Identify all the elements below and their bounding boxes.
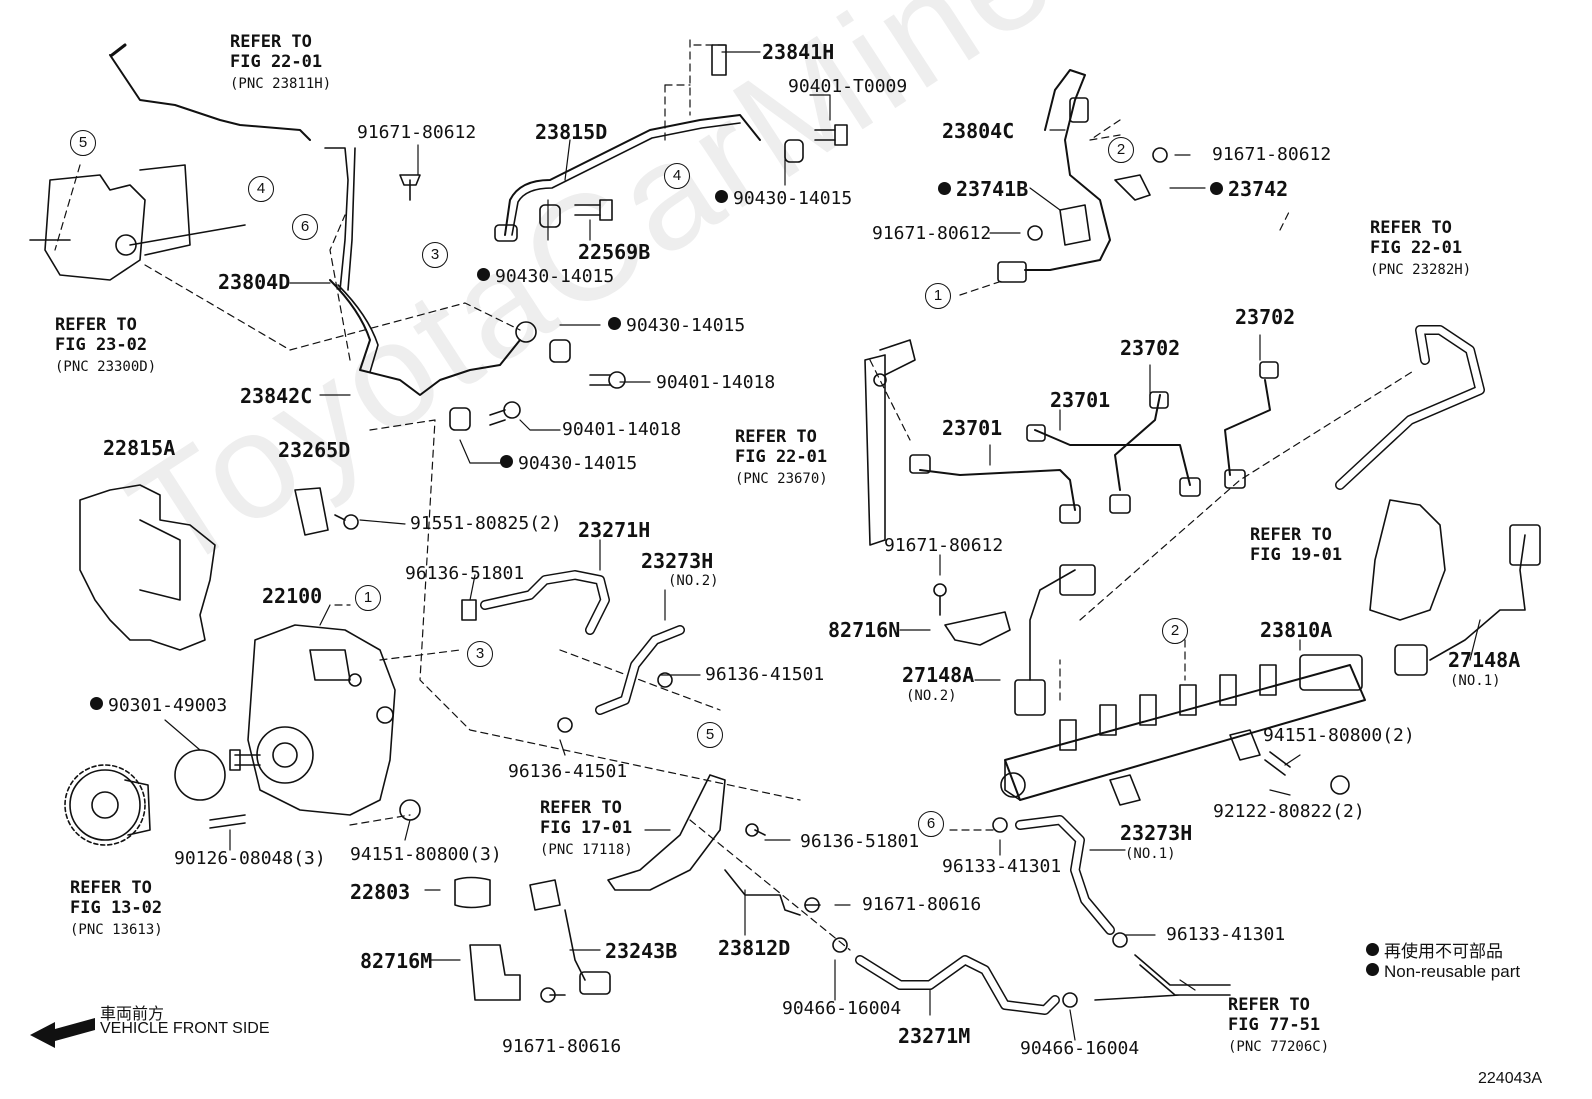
- part-label: 23243B: [605, 939, 678, 963]
- part-label: 90301-49003: [90, 697, 227, 715]
- part-label: 94151-80800(2): [1263, 725, 1415, 746]
- part-label: 96133-41301: [942, 856, 1062, 877]
- circle-ref: 6: [918, 811, 944, 837]
- part-label: 91671-80616: [862, 894, 982, 915]
- part-label: 92122-80822(2): [1213, 801, 1365, 822]
- circle-ref: 4: [664, 163, 690, 189]
- part-label: 96136-41501: [508, 761, 628, 782]
- part-label: 23273H: [1120, 821, 1193, 845]
- part-label: 23812D: [718, 936, 791, 960]
- part-label: 90466-16004: [782, 998, 902, 1019]
- part-label: 23842C: [240, 384, 313, 408]
- leader-lines: [164, 51, 1481, 1041]
- part-label: 90430-14015: [608, 317, 745, 335]
- part-label: 23701: [1050, 388, 1111, 412]
- part-label: 90466-16004: [1020, 1038, 1140, 1059]
- part-label: 23742: [1210, 179, 1288, 199]
- part-label: 90430-14015: [477, 268, 614, 286]
- part-label: 22569B: [578, 240, 651, 264]
- part-label: 23702: [1235, 305, 1296, 329]
- part-label: 23265D: [278, 438, 351, 462]
- part-label: 22100: [262, 584, 323, 608]
- part-label: 90430-14015: [715, 190, 852, 208]
- front-arrow-icon: [30, 1018, 95, 1048]
- non-reusable-dot-icon: [608, 317, 621, 330]
- circle-ref: 3: [467, 641, 493, 667]
- diagram-id: 224043A: [1478, 1070, 1543, 1087]
- part-label: 23273H: [641, 549, 714, 573]
- part-label: 94151-80800(3): [350, 844, 502, 865]
- part-label: 91671-80616: [502, 1036, 622, 1057]
- part-label: 22803: [350, 880, 411, 904]
- part-label: 23810A: [1260, 618, 1333, 642]
- part-label: 23804D: [218, 270, 291, 294]
- front-label-en: VEHICLE FRONT SIDE: [100, 1020, 270, 1037]
- part-label: 90126-08048(3): [174, 848, 326, 869]
- part-label: 23841H: [762, 40, 835, 64]
- circle-ref: 5: [70, 130, 96, 156]
- part-label: 23741B: [938, 179, 1028, 199]
- part-label: 23271H: [578, 518, 651, 542]
- circle-ref: 1: [355, 585, 381, 611]
- sub-note: (NO.1): [1125, 846, 1176, 862]
- circle-ref: 2: [1108, 137, 1134, 163]
- circle-ref: 3: [422, 242, 448, 268]
- part-label: 91671-80612: [872, 223, 992, 244]
- guide-lines: [54, 39, 1416, 951]
- sub-note: (NO.2): [668, 573, 719, 589]
- part-label: 90401-14018: [656, 372, 776, 393]
- non-reusable-dot-icon: [715, 190, 728, 203]
- front-label-jp: 車両前方: [100, 1006, 165, 1023]
- part-label: 23271M: [898, 1024, 971, 1048]
- part-label: 22815A: [103, 436, 176, 460]
- part-label: 90430-14015: [500, 455, 637, 473]
- non-reusable-dot-icon: [1366, 963, 1379, 976]
- circle-ref: 5: [697, 722, 723, 748]
- part-label: 90401-T0009: [788, 76, 908, 97]
- part-label: 96136-41501: [705, 664, 825, 685]
- part-label: 91671-80612: [884, 535, 1004, 556]
- part-label: 23701: [942, 416, 1003, 440]
- circle-ref: 2: [1162, 618, 1188, 644]
- part-label: 90401-14018: [562, 419, 682, 440]
- part-label: 27148A: [1448, 648, 1521, 672]
- non-reusable-dot-icon: [90, 697, 103, 710]
- legend-en: Non-reusable part: [1366, 962, 1520, 982]
- part-label: 82716M: [360, 949, 433, 973]
- part-label: 82716N: [828, 618, 901, 642]
- part-label: 96136-51801: [405, 563, 525, 584]
- part-label: 91551-80825(2): [410, 513, 562, 534]
- part-label: 96136-51801: [800, 831, 920, 852]
- legend-jp: 再使用不可部品: [1366, 937, 1503, 962]
- part-label: 96133-41301: [1166, 924, 1286, 945]
- part-label: 23815D: [535, 120, 608, 144]
- sub-note: (NO.1): [1450, 673, 1501, 689]
- non-reusable-dot-icon: [938, 182, 951, 195]
- part-label: 23804C: [942, 119, 1015, 143]
- non-reusable-dot-icon: [1210, 182, 1223, 195]
- non-reusable-dot-icon: [500, 455, 513, 468]
- part-label: 91671-80612: [357, 122, 477, 143]
- circle-ref: 6: [292, 214, 318, 240]
- part-label: 91671-80612: [1212, 144, 1332, 165]
- non-reusable-dot-icon: [477, 268, 490, 281]
- part-label: 27148A: [902, 663, 975, 687]
- non-reusable-dot-icon: [1366, 943, 1379, 956]
- part-label: 23702: [1120, 336, 1181, 360]
- circle-ref: 1: [925, 283, 951, 309]
- sub-note: (NO.2): [906, 688, 957, 704]
- circle-ref: 4: [248, 176, 274, 202]
